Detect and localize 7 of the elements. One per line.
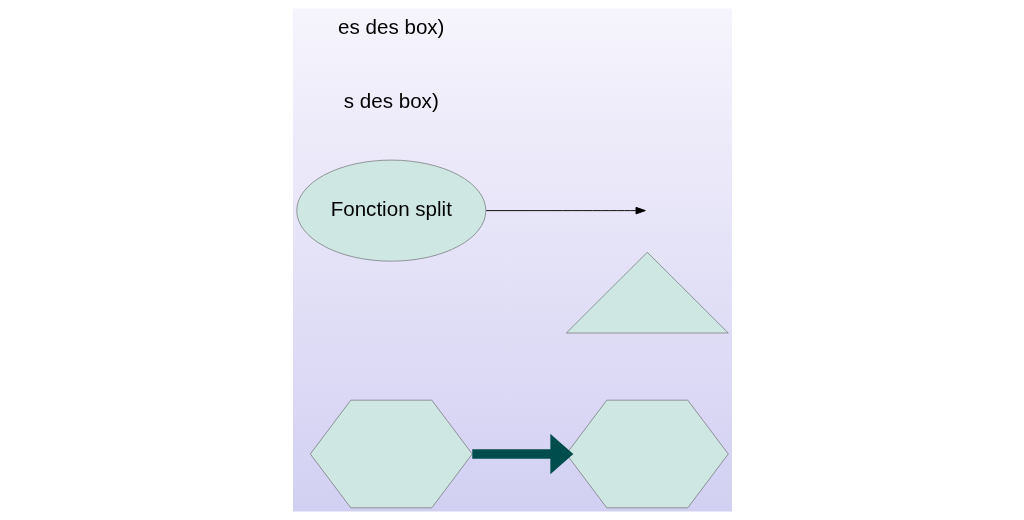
arrow — [485, 206, 646, 215]
label: s des box) — [343, 89, 439, 113]
arrow — [471, 433, 573, 475]
label: es des box) — [337, 15, 444, 39]
node-ellipse: Fonction split — [295, 159, 486, 262]
node-hexagon — [309, 399, 473, 509]
node-triangle — [565, 252, 729, 334]
